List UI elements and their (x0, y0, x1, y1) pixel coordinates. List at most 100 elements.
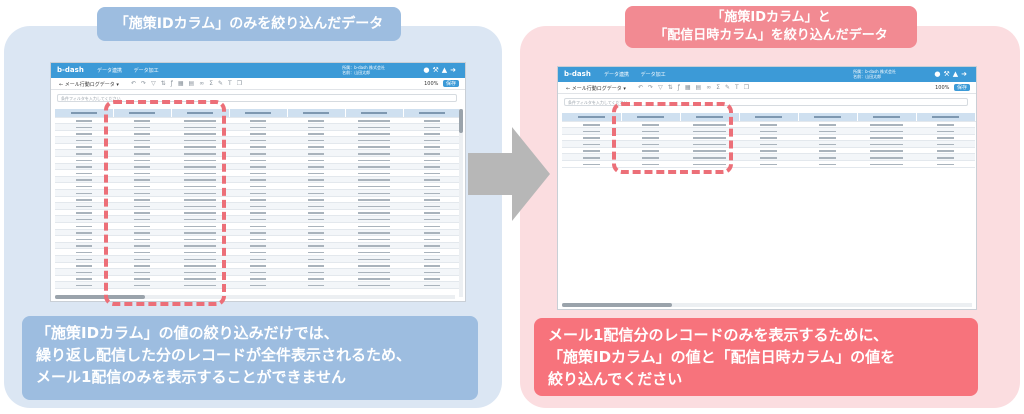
table-cell[interactable] (113, 163, 171, 171)
table-cell[interactable] (345, 222, 403, 230)
table-cell[interactable] (55, 196, 113, 204)
sort-icon[interactable]: ⇅ (667, 84, 678, 91)
table-cell[interactable] (229, 149, 287, 158)
table-cell[interactable] (171, 209, 229, 217)
table-cell[interactable] (113, 176, 171, 184)
table-cell[interactable] (680, 147, 739, 155)
table-cell[interactable] (55, 268, 113, 276)
column-header[interactable] (857, 113, 917, 122)
table-cell[interactable] (171, 242, 229, 250)
table-row[interactable] (562, 140, 975, 148)
table-cell[interactable] (798, 147, 857, 155)
table-cell[interactable] (171, 182, 229, 191)
table-row[interactable] (55, 275, 461, 283)
table-row[interactable] (55, 242, 461, 250)
formula-icon[interactable]: ƒ (677, 84, 685, 91)
table-cell[interactable] (287, 281, 345, 289)
table-cell[interactable] (171, 117, 229, 125)
table-cell[interactable] (55, 229, 113, 237)
table-cell[interactable] (562, 127, 621, 135)
formula-icon[interactable]: ƒ (170, 80, 178, 87)
table-cell[interactable] (55, 182, 113, 191)
table-cell[interactable] (171, 156, 229, 164)
table-row[interactable] (562, 153, 975, 162)
filter-search-input[interactable]: 条件フィルタを入力してください (57, 94, 457, 102)
table-row[interactable] (55, 229, 461, 237)
table-cell[interactable] (739, 134, 798, 142)
zoom-select[interactable]: 100% (935, 85, 950, 91)
wrench-icon[interactable]: ⚒ (432, 66, 442, 74)
table-cell[interactable] (113, 143, 171, 151)
table-cell[interactable] (345, 242, 403, 250)
table-row[interactable] (55, 130, 461, 138)
table-cell[interactable] (621, 147, 680, 155)
column-header[interactable] (345, 109, 404, 118)
table-cell[interactable] (287, 262, 345, 270)
table-cell[interactable] (680, 134, 739, 142)
table-cell[interactable] (171, 222, 229, 230)
table-cell[interactable] (171, 215, 229, 223)
vertical-scrollbar[interactable] (459, 109, 463, 297)
table-cell[interactable] (287, 242, 345, 250)
table-cell[interactable] (403, 182, 461, 191)
table-cell[interactable] (403, 169, 461, 177)
table-cell[interactable] (171, 149, 229, 158)
table-cell[interactable] (403, 130, 461, 138)
table-cell[interactable] (113, 262, 171, 270)
table-cell[interactable] (113, 215, 171, 223)
table-cell[interactable] (739, 127, 798, 135)
calc-icon[interactable]: Σ (716, 84, 725, 91)
table-cell[interactable] (287, 130, 345, 138)
table-cell[interactable] (345, 215, 403, 223)
table-cell[interactable] (113, 222, 171, 230)
table-cell[interactable] (857, 153, 916, 162)
table-cell[interactable] (739, 147, 798, 155)
data-grid[interactable] (562, 113, 976, 168)
table-cell[interactable] (55, 136, 113, 144)
table-cell[interactable] (55, 275, 113, 283)
table-cell[interactable] (562, 160, 621, 168)
table-cell[interactable] (403, 222, 461, 230)
table-cell[interactable] (621, 140, 680, 148)
table-cell[interactable] (287, 248, 345, 256)
link-icon[interactable]: ∞ (706, 84, 717, 91)
table-cell[interactable] (287, 176, 345, 184)
table-cell[interactable] (55, 123, 113, 131)
table-row[interactable] (55, 189, 461, 197)
table-cell[interactable] (798, 121, 857, 129)
column-header[interactable] (798, 113, 858, 122)
scroll-thumb[interactable] (562, 303, 672, 307)
table-cell[interactable] (562, 147, 621, 155)
table-cell[interactable] (171, 229, 229, 237)
table-cell[interactable] (113, 156, 171, 164)
calc-icon[interactable]: Σ (209, 80, 218, 87)
sort-icon[interactable]: ⇅ (160, 80, 171, 87)
table-cell[interactable] (345, 196, 403, 204)
redo-icon[interactable]: ↷ (141, 80, 152, 87)
filter-icon[interactable]: ▽ (658, 84, 668, 91)
table-cell[interactable] (229, 215, 287, 223)
table-cell[interactable] (403, 189, 461, 197)
horizontal-scrollbar[interactable] (55, 295, 455, 299)
bell-icon[interactable]: ● (934, 70, 944, 78)
table-cell[interactable] (113, 136, 171, 144)
table-cell[interactable] (403, 117, 461, 125)
table-cell[interactable] (798, 127, 857, 135)
table-cell[interactable] (287, 196, 345, 204)
table-cell[interactable] (229, 123, 287, 131)
grid-icon[interactable]: ▦ (177, 80, 189, 87)
table-cell[interactable] (287, 136, 345, 144)
table-cell[interactable] (345, 209, 403, 217)
table-cell[interactable] (113, 248, 171, 256)
table-cell[interactable] (229, 209, 287, 217)
table-cell[interactable] (229, 196, 287, 204)
table-cell[interactable] (55, 176, 113, 184)
table-cell[interactable] (229, 235, 287, 243)
horizontal-scrollbar[interactable] (562, 303, 972, 307)
table-cell[interactable] (857, 147, 916, 155)
table-cell[interactable] (562, 153, 621, 162)
table-cell[interactable] (171, 235, 229, 243)
table-row[interactable] (562, 127, 975, 135)
table-cell[interactable] (345, 262, 403, 270)
table-cell[interactable] (55, 248, 113, 256)
